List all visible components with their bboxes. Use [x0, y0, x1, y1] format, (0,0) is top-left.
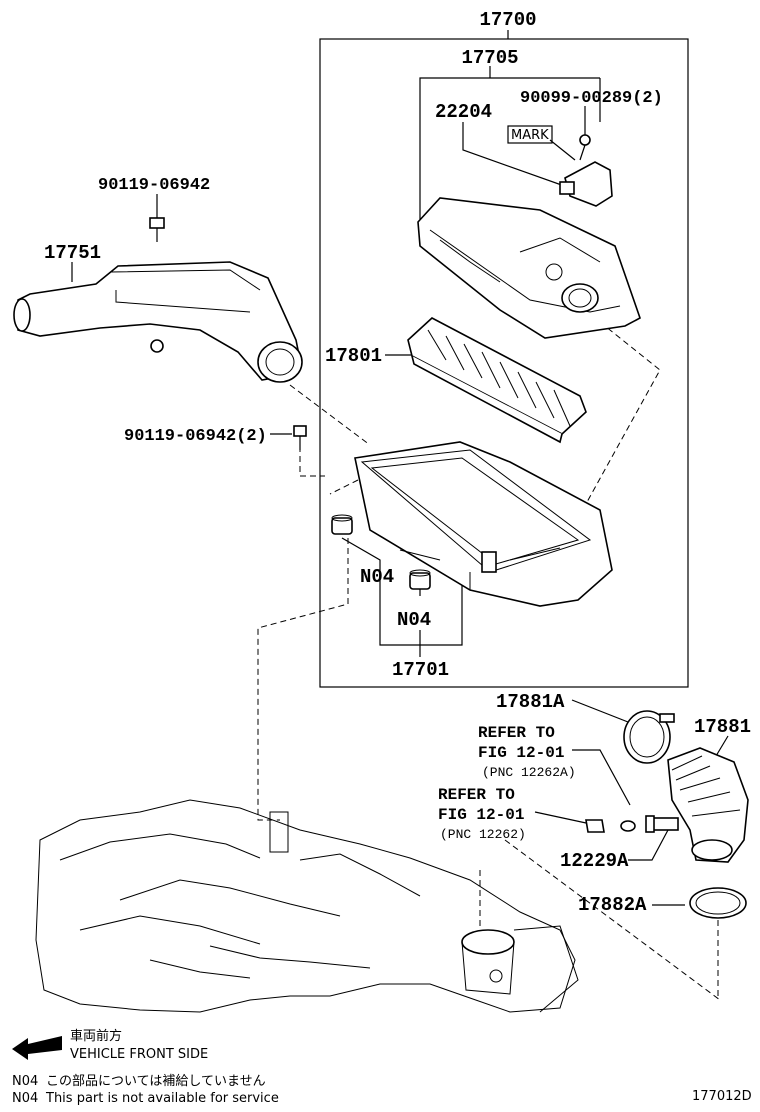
figure-id: 177012D	[692, 1089, 752, 1104]
label-12229a: 12229A	[560, 850, 629, 872]
ventilation-fitting	[645, 815, 679, 833]
label-17701: 17701	[392, 659, 449, 681]
ref2-line1: REFER TO	[438, 786, 515, 804]
air-cleaner-cap	[417, 197, 641, 339]
intake-hose	[667, 747, 749, 863]
grommet-n04-a	[331, 514, 353, 535]
label-17881: 17881	[694, 716, 751, 738]
label-n04-b: N04	[397, 609, 431, 631]
ref1-line2: FIG 12-01	[478, 744, 564, 762]
engine-block-outline	[35, 799, 579, 1013]
front-label-en: VEHICLE FRONT SIDE	[70, 1047, 208, 1062]
label-22204: 22204	[435, 101, 492, 123]
label-90119-top: 90119-06942	[98, 176, 210, 195]
note-code-en: N04	[12, 1091, 38, 1106]
label-17751: 17751	[44, 242, 101, 264]
label-17881a: 17881A	[496, 691, 565, 713]
label-90119-pair: 90119-06942(2)	[124, 427, 267, 446]
label-mark: MARK	[511, 128, 549, 143]
note-en: This part is not available for service	[45, 1091, 279, 1106]
ref2-line2: FIG 12-01	[438, 806, 524, 824]
reference-labels: REFER TO FIG 12-01 (PNC 12262A) REFER TO…	[438, 724, 576, 842]
assembly-frame	[319, 38, 689, 688]
label-17882a: 17882A	[578, 894, 647, 916]
bolt-90119-pair	[293, 425, 307, 450]
air-filter-element	[407, 317, 587, 444]
front-label-jp: 車両前方	[70, 1028, 122, 1044]
ref1-line1: REFER TO	[478, 724, 555, 742]
mark-box	[507, 125, 553, 144]
hose-clamp-17881a	[623, 710, 675, 764]
hose-clamp-17882a	[689, 887, 747, 919]
leader-lines	[71, 30, 729, 906]
note-jp: この部品については補給していません	[46, 1074, 266, 1089]
front-arrow-icon	[12, 1036, 62, 1060]
air-cleaner-case	[354, 441, 613, 607]
ref2-pnc: (PNC 12262)	[440, 827, 526, 842]
part-labels: 17700 17705 90099-00289(2) 22204 MARK 90…	[44, 9, 751, 916]
vacuum-hose-small	[585, 819, 636, 833]
screw-90099	[579, 134, 591, 161]
label-17700: 17700	[479, 9, 536, 31]
air-flow-meter	[559, 161, 613, 207]
label-n04-a: N04	[360, 566, 394, 588]
intake-duct	[13, 261, 303, 383]
bolt-90119	[149, 217, 165, 242]
legend: 車両前方 VEHICLE FRONT SIDE N04 この部品については補給し…	[12, 1028, 752, 1106]
ref1-pnc: (PNC 12262A)	[482, 765, 576, 780]
label-90099: 90099-00289(2)	[520, 89, 663, 108]
grommet-n04-b	[409, 569, 431, 590]
label-17705: 17705	[461, 47, 518, 69]
dashed-guides	[257, 321, 721, 1001]
note-code-jp: N04	[12, 1074, 38, 1089]
label-17801: 17801	[325, 345, 382, 367]
